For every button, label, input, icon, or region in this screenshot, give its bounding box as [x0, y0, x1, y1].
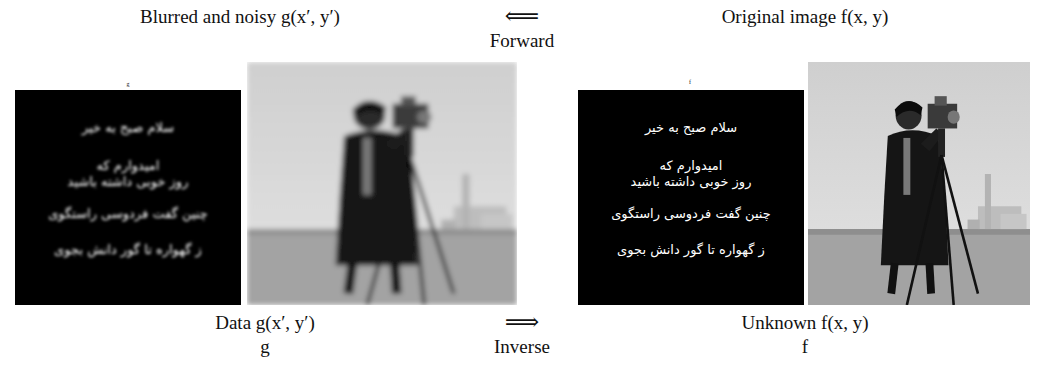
axis-title: g [127, 81, 130, 88]
persian-text-line: روز خوبی داشته باشید [15, 174, 241, 189]
direction-label: Inverse [494, 336, 550, 359]
original-photo [808, 62, 1030, 305]
panel-caption: Unknown f(x, y) [741, 312, 868, 335]
blurred-text-image: سلام صبح به خیر امیدوارم کهروز خوبی داشته… [15, 90, 241, 305]
blurred-photo [247, 62, 517, 305]
panel-title: Original image f(x, y) [722, 6, 889, 29]
persian-text-line: ز گهواره تا گور دانش بجوی [15, 242, 241, 257]
symbol-label: g [260, 336, 270, 359]
persian-text-line: ز گهواره تا گور دانش بجوی [578, 242, 804, 257]
panel-caption: Data g(x′, y′) [215, 312, 315, 335]
arrow-symbol: ⟹ [505, 308, 539, 337]
persian-text-line: امیدوارم که [15, 158, 241, 173]
persian-text-line: روز خوبی داشته باشید [578, 174, 804, 189]
symbol-label: f [802, 336, 808, 359]
persian-text-line: امیدوارم که [578, 158, 804, 173]
arrow-symbol: ⟸ [505, 2, 539, 31]
persian-text-line: چنین گفت فردوسی راستگوی [578, 206, 804, 221]
axis-title: f [689, 79, 691, 86]
text-image: سلام صبح به خیر امیدوارم کهروز خوبی داشته… [578, 90, 804, 305]
persian-text-line: سلام صبح به خیر [578, 120, 804, 135]
persian-text-line: چنین گفت فردوسی راستگوی [15, 206, 241, 221]
direction-label: Forward [490, 30, 554, 53]
persian-text-line: سلام صبح به خیر [15, 120, 241, 135]
panel-title: Blurred and noisy g(x′, y′) [140, 6, 340, 29]
